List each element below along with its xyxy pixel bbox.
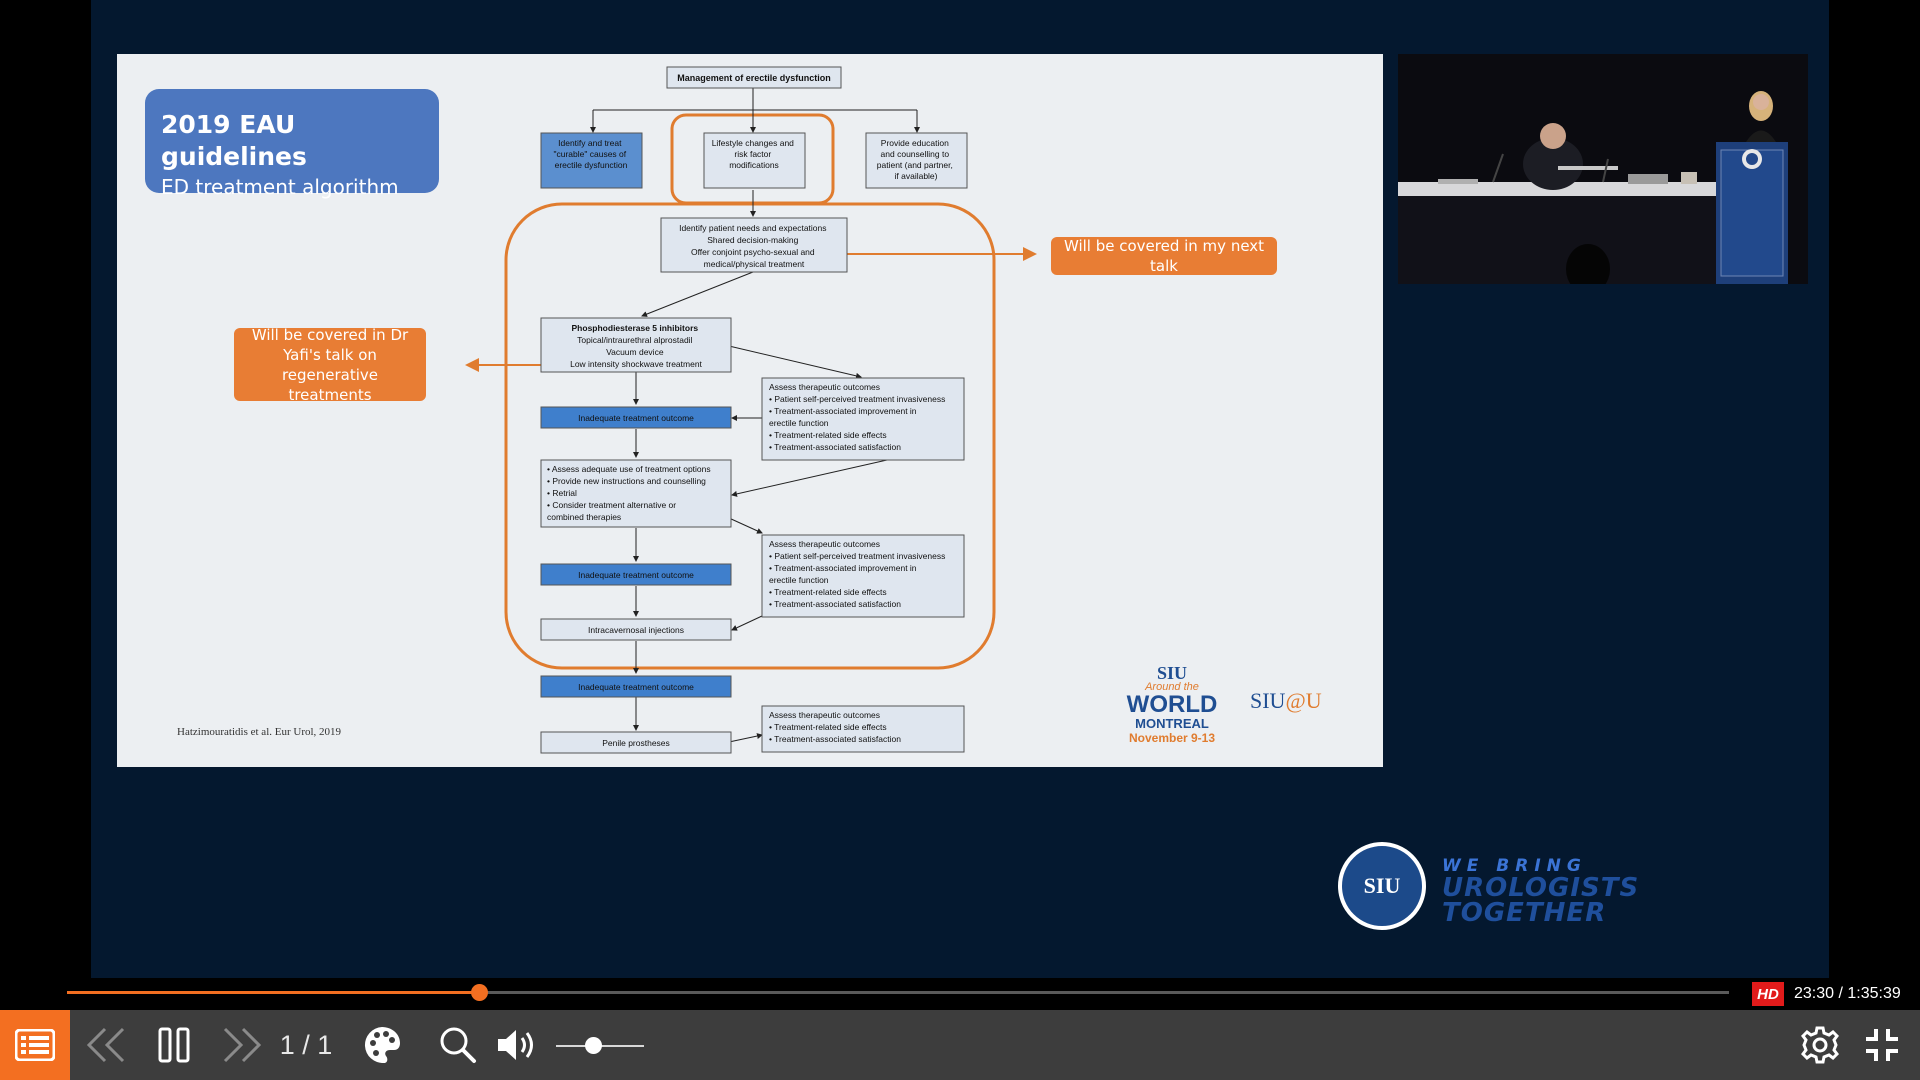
flowchart: Management of erectile dysfunction Ident… xyxy=(465,66,1037,754)
slide-subtitle: ED treatment algorithm xyxy=(161,175,399,199)
fc-intracavernosal: Intracavernosal injections xyxy=(588,625,684,635)
seek-progress xyxy=(67,991,480,994)
page-indicator: 1 / 1 xyxy=(279,1029,333,1060)
fc-inadequate-3: Inadequate treatment outcome xyxy=(578,682,694,692)
slogan: WE BRING UROLOGISTS TOGETHER xyxy=(1442,856,1640,928)
siu-at-u-logo: SIU@U xyxy=(1250,688,1322,713)
pause-button[interactable] xyxy=(152,1010,196,1080)
rewind-icon xyxy=(86,1027,125,1063)
presentation-slide: 2019 EAU guidelines ED treatment algorit… xyxy=(117,54,1383,767)
theme-button[interactable] xyxy=(358,1010,406,1080)
forward-button[interactable] xyxy=(218,1010,266,1080)
volume-icon xyxy=(498,1030,533,1060)
siu-around-the-world-logo: SIU Around the WORLD MONTREAL November 9… xyxy=(1126,663,1218,745)
fc-assess-2: Assess therapeutic outcomes • Patient se… xyxy=(769,539,948,609)
fc-inadequate-1: Inadequate treatment outcome xyxy=(578,413,694,423)
slide-citation: Hatzimouratidis et al. Eur Urol, 2019 xyxy=(177,726,342,738)
speaker-video-scene xyxy=(1398,54,1808,284)
fc-top-right: Provide education and counselling to pat… xyxy=(877,138,955,181)
fc-needs: Identify patient needs and expectations … xyxy=(679,223,829,269)
timecode: 23:30 / 1:35:39 xyxy=(1794,985,1901,1002)
fc-top-left: Identify and treat "curable" causes of e… xyxy=(553,138,628,170)
player-controls: 1 / 1 xyxy=(0,1010,1920,1080)
settings-button[interactable] xyxy=(1796,1010,1844,1080)
fc-assess-1: Assess therapeutic outcomes • Patient se… xyxy=(769,382,948,452)
hd-badge[interactable]: HD xyxy=(1752,982,1784,1006)
slides-button[interactable] xyxy=(0,1010,70,1080)
siu-branding: SIU WE BRING UROLOGISTS TOGETHER xyxy=(1338,842,1658,942)
settings-icon xyxy=(1801,1026,1839,1064)
slide-title: 2019 EAU guidelines xyxy=(161,110,307,171)
callout-dr-yafi: Will be covered in Dr Yafi's talk on reg… xyxy=(234,326,426,404)
slides-icon xyxy=(15,1029,55,1061)
pause-icon xyxy=(158,1027,190,1063)
rewind-button[interactable] xyxy=(82,1010,130,1080)
palette-icon xyxy=(364,1027,400,1064)
fc-prostheses: Penile prostheses xyxy=(602,738,670,748)
search-icon xyxy=(440,1027,476,1063)
exit-fullscreen-icon xyxy=(1866,1029,1898,1061)
seek-handle[interactable] xyxy=(471,984,489,1001)
fc-assess-3: Assess therapeutic outcomes • Treatment-… xyxy=(769,710,901,744)
fc-adequate-use: • Assess adequate use of treatment optio… xyxy=(547,464,713,522)
fc-pde5: Phosphodiesterase 5 inhibitors Topical/i… xyxy=(570,323,702,369)
volume-button[interactable] xyxy=(494,1010,544,1080)
speaker-video xyxy=(1398,54,1808,284)
forward-icon xyxy=(223,1027,262,1063)
search-button[interactable] xyxy=(434,1010,482,1080)
volume-handle[interactable] xyxy=(584,1037,602,1054)
fc-inadequate-2: Inadequate treatment outcome xyxy=(578,570,694,580)
exit-fullscreen-button[interactable] xyxy=(1860,1010,1904,1080)
seek-bar[interactable] xyxy=(67,984,1729,1001)
callout-next-talk: Will be covered in my next talk xyxy=(1051,237,1277,275)
highlight-pathway xyxy=(504,202,996,670)
fc-top-mid: Lifestyle changes and risk factor modifi… xyxy=(712,138,797,170)
fc-header: Management of erectile dysfunction xyxy=(677,73,831,83)
video-stage: 2019 EAU guidelines ED treatment algorit… xyxy=(91,0,1829,978)
siu-seal-logo: SIU xyxy=(1338,842,1426,930)
slide-title-box: 2019 EAU guidelines ED treatment algorit… xyxy=(145,89,439,199)
